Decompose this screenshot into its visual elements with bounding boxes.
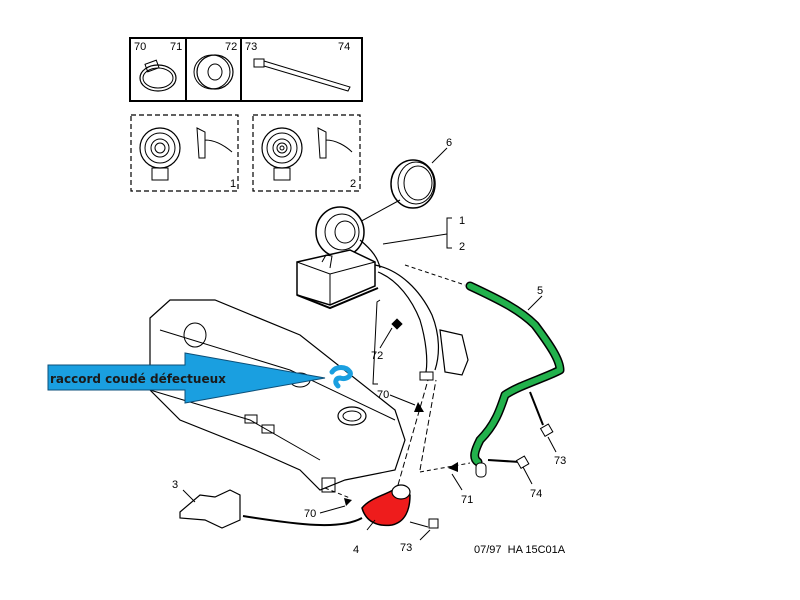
tie-marker-74 xyxy=(515,455,530,470)
kit-label-72: 72 xyxy=(225,41,237,53)
parts-kit-box: 70 71 72 73 74 xyxy=(129,37,363,102)
kit-label-71: 71 xyxy=(170,41,182,53)
arrow-marker-70a xyxy=(414,402,424,412)
part-label-70-upper: 70 xyxy=(377,389,389,401)
arrow-marker-71 xyxy=(448,462,458,472)
part-label-70-lower: 70 xyxy=(304,508,316,520)
assembly-leader-lines xyxy=(324,264,544,528)
callout-arrow xyxy=(47,352,326,404)
part-label-73-lower: 73 xyxy=(400,542,412,554)
part-4-elbow-hose xyxy=(361,484,411,527)
part-label-73-right: 73 xyxy=(554,455,566,467)
kit-label-70: 70 xyxy=(134,41,146,53)
tie-marker-73a xyxy=(539,423,554,438)
part-label-3: 3 xyxy=(172,479,178,491)
variant-label-1: 1 xyxy=(230,178,236,190)
defective-elbow-highlight xyxy=(329,365,353,389)
part-3-bracket xyxy=(179,489,363,529)
part-label-71: 71 xyxy=(461,494,473,506)
fuel-tank xyxy=(149,299,406,493)
grommet-icon xyxy=(193,54,234,90)
part-label-5: 5 xyxy=(537,285,543,297)
part-label-2: 2 xyxy=(459,241,465,253)
filler-neck-assembly xyxy=(296,206,469,381)
part-label-6: 6 xyxy=(446,137,452,149)
diamond-marker-72 xyxy=(391,318,403,330)
kit-label-74: 74 xyxy=(338,41,350,53)
variant-label-2: 2 xyxy=(350,178,356,190)
cable-tie-icon xyxy=(253,58,351,92)
part-label-1: 1 xyxy=(459,215,465,227)
variant-box-2: 2 xyxy=(252,114,361,192)
part-5-vent-hose xyxy=(465,281,565,478)
hose-clamp-icon xyxy=(139,59,177,92)
part-label-74: 74 xyxy=(530,488,542,500)
tie-marker-73b xyxy=(428,518,439,529)
variant-box-1: 1 xyxy=(130,114,239,192)
diagram-reference-code: 07/97 HA 15C01A xyxy=(474,544,566,556)
callout-label: raccord coudé défectueux xyxy=(50,372,226,386)
label-leaders xyxy=(182,295,557,541)
part-label-72: 72 xyxy=(371,350,383,362)
kit-label-73: 73 xyxy=(245,41,257,53)
arrow-marker-70b xyxy=(344,498,352,506)
part-label-4: 4 xyxy=(353,544,359,556)
